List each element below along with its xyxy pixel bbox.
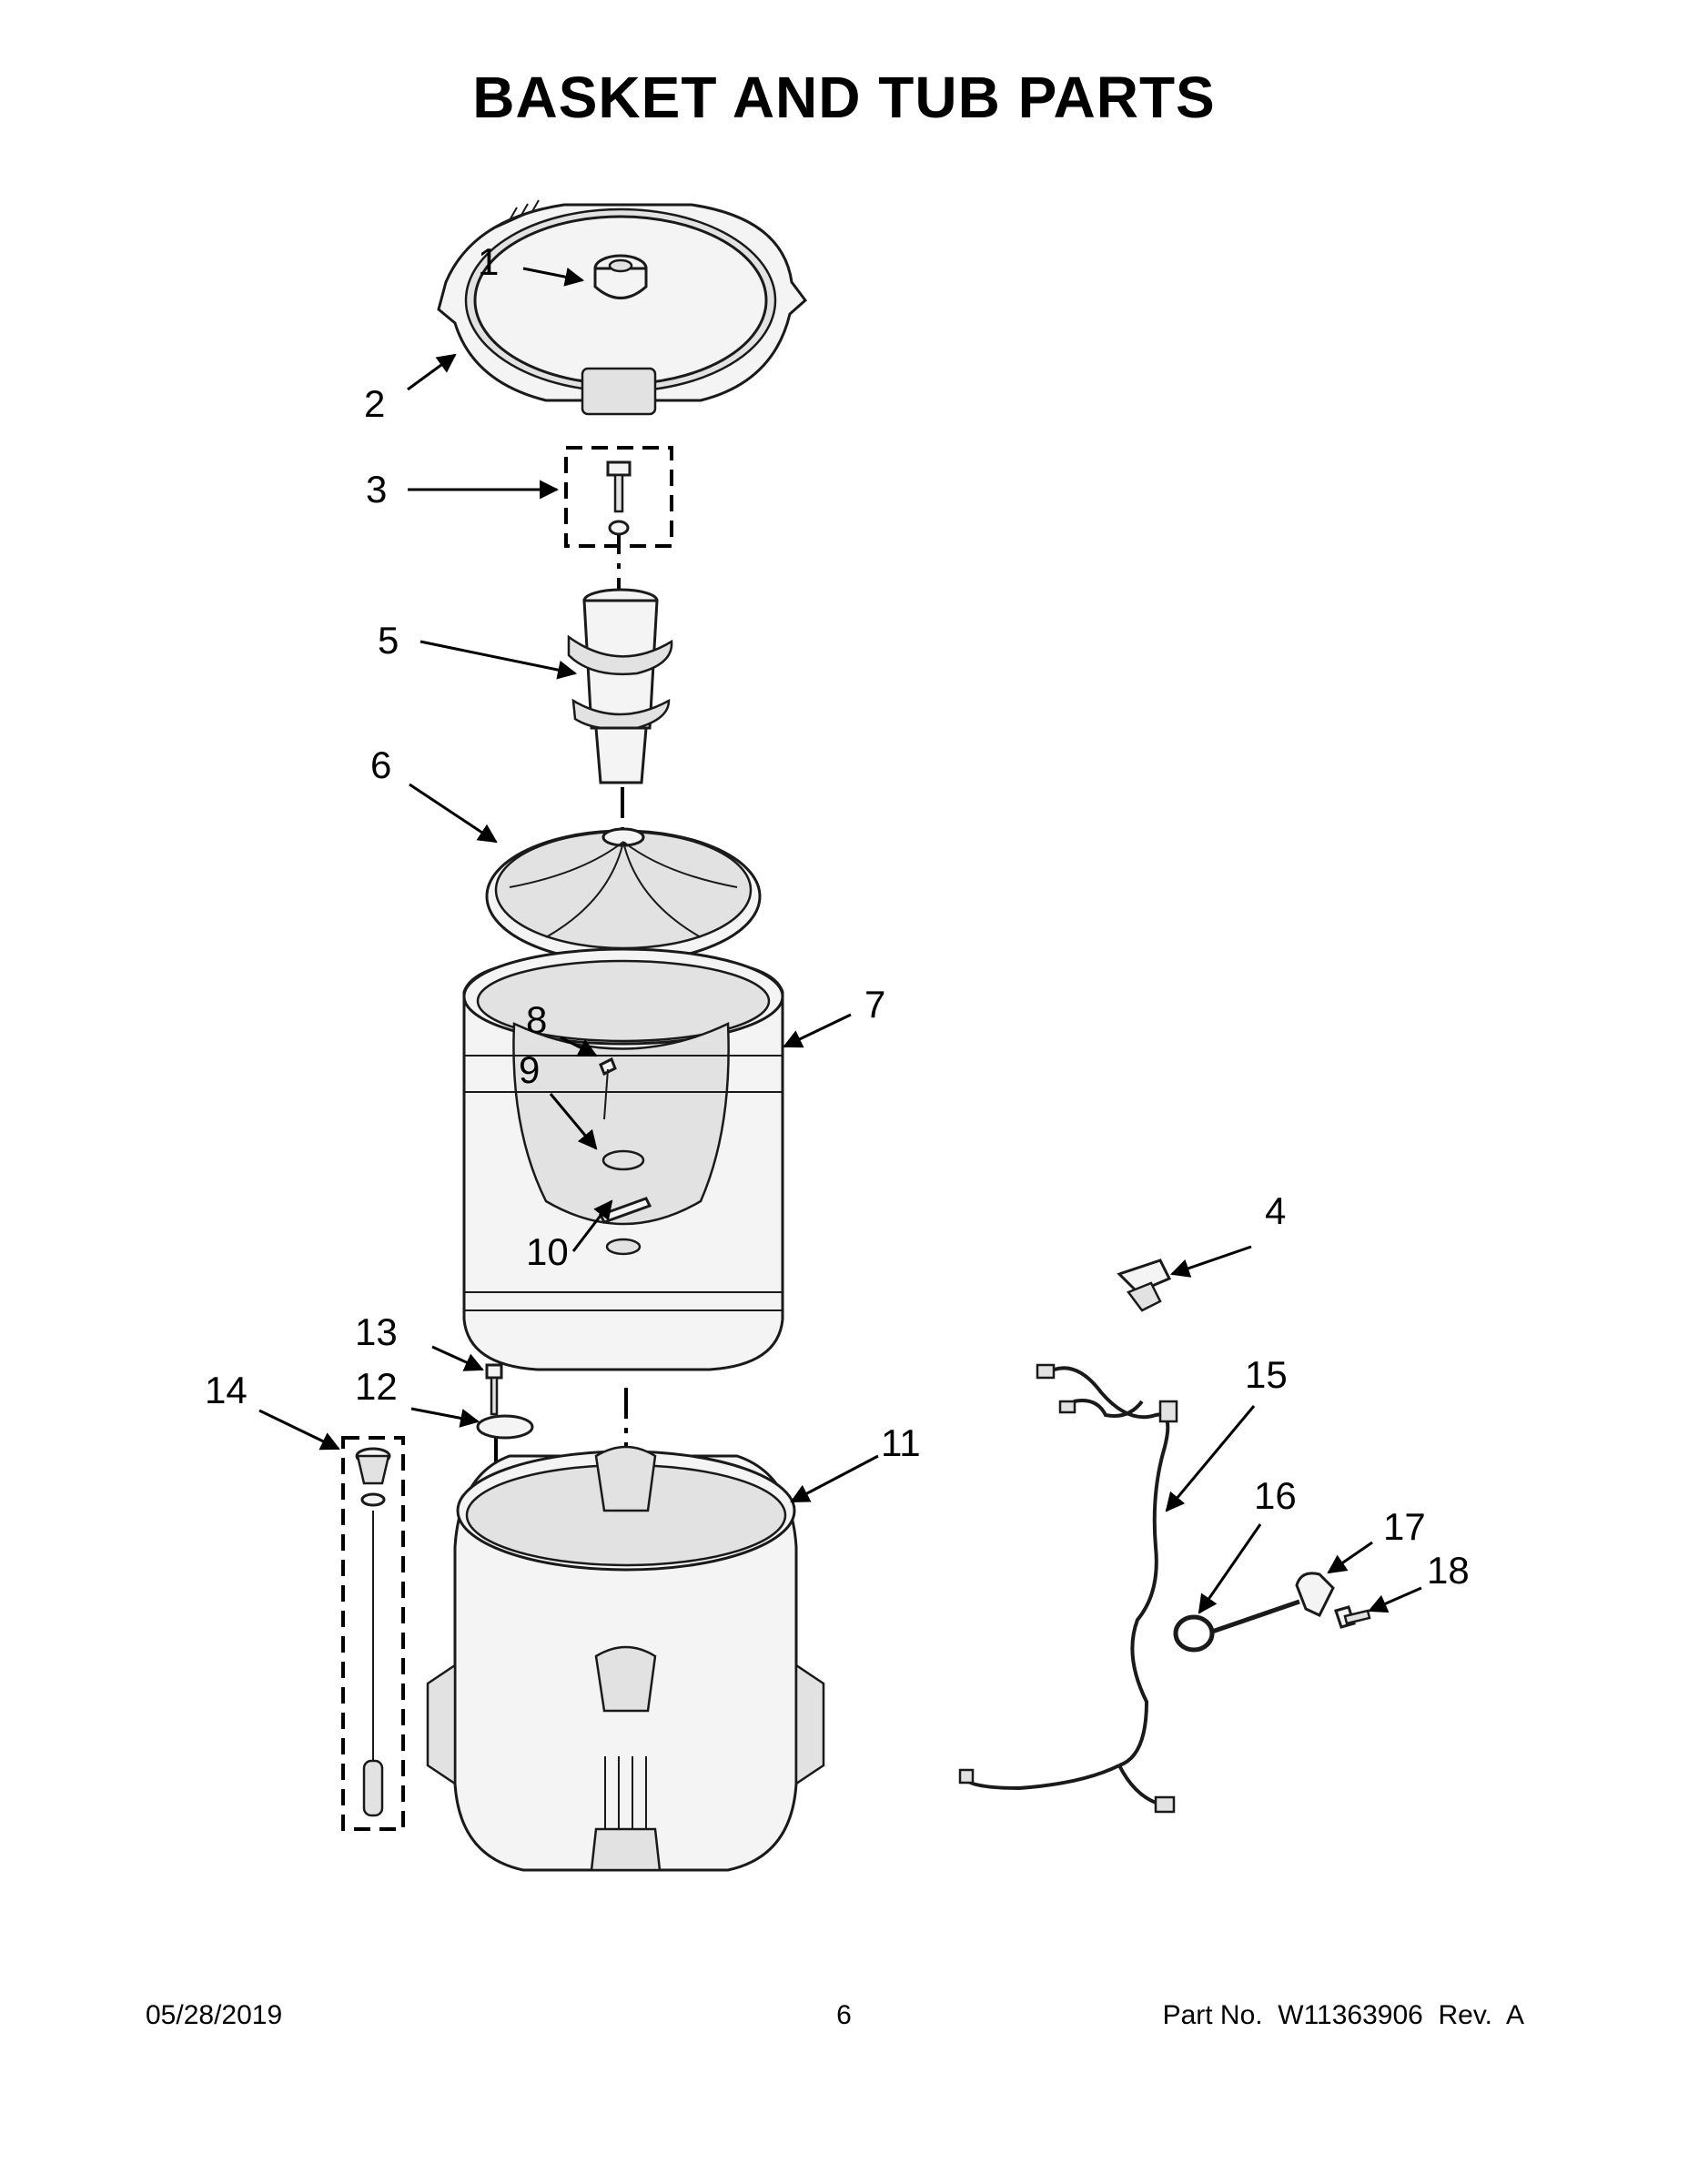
callout-15: 15 [1245, 1353, 1288, 1396]
suspension-rod-part [341, 1436, 405, 1831]
footer-part-number: Part No. W11363906 Rev. A [1162, 2000, 1524, 2030]
bolt-kit-part [564, 446, 673, 548]
basket-part [462, 947, 784, 1371]
callout-11: 11 [881, 1421, 921, 1464]
clamp-screw-part [1334, 1605, 1371, 1629]
tub-ring-part [437, 199, 808, 416]
callout-10: 10 [526, 1230, 569, 1273]
wire-harness-part [958, 1363, 1178, 1814]
auger-part [567, 588, 673, 784]
impeller-part [485, 827, 762, 964]
footer-date: 05/28/2019 [146, 2000, 283, 2030]
callout-12: 12 [355, 1365, 398, 1408]
tub-bolt-part [476, 1363, 534, 1440]
callout-17: 17 [1383, 1505, 1426, 1548]
callout-4: 4 [1265, 1189, 1286, 1232]
callout-8: 8 [526, 998, 547, 1041]
outer-tub-part [426, 1445, 825, 1872]
callout-7: 7 [864, 983, 885, 1026]
callout-13: 13 [355, 1310, 398, 1353]
callout-leaders [258, 267, 1422, 1614]
callout-16: 16 [1254, 1474, 1297, 1517]
callout-1: 1 [478, 240, 499, 283]
callout-3: 3 [366, 468, 387, 511]
page-title: BASKET AND TUB PARTS [472, 65, 1216, 130]
callout-14: 14 [205, 1369, 248, 1411]
callout-2: 2 [364, 382, 385, 425]
footer-page-number: 6 [836, 2000, 852, 2030]
callout-18: 18 [1427, 1549, 1470, 1592]
screw-part [599, 1057, 617, 1120]
callout-9: 9 [519, 1048, 540, 1091]
clip-part [1117, 1259, 1172, 1312]
harness-ring-part [1173, 1599, 1300, 1653]
agitator-cap-part [593, 254, 648, 299]
callout-6: 6 [370, 743, 391, 786]
callout-5: 5 [378, 619, 399, 662]
clamp-part [1295, 1572, 1335, 1617]
callout-labels: 1 2 3 4 5 6 7 8 9 10 11 12 13 14 15 16 1… [205, 240, 1470, 1592]
